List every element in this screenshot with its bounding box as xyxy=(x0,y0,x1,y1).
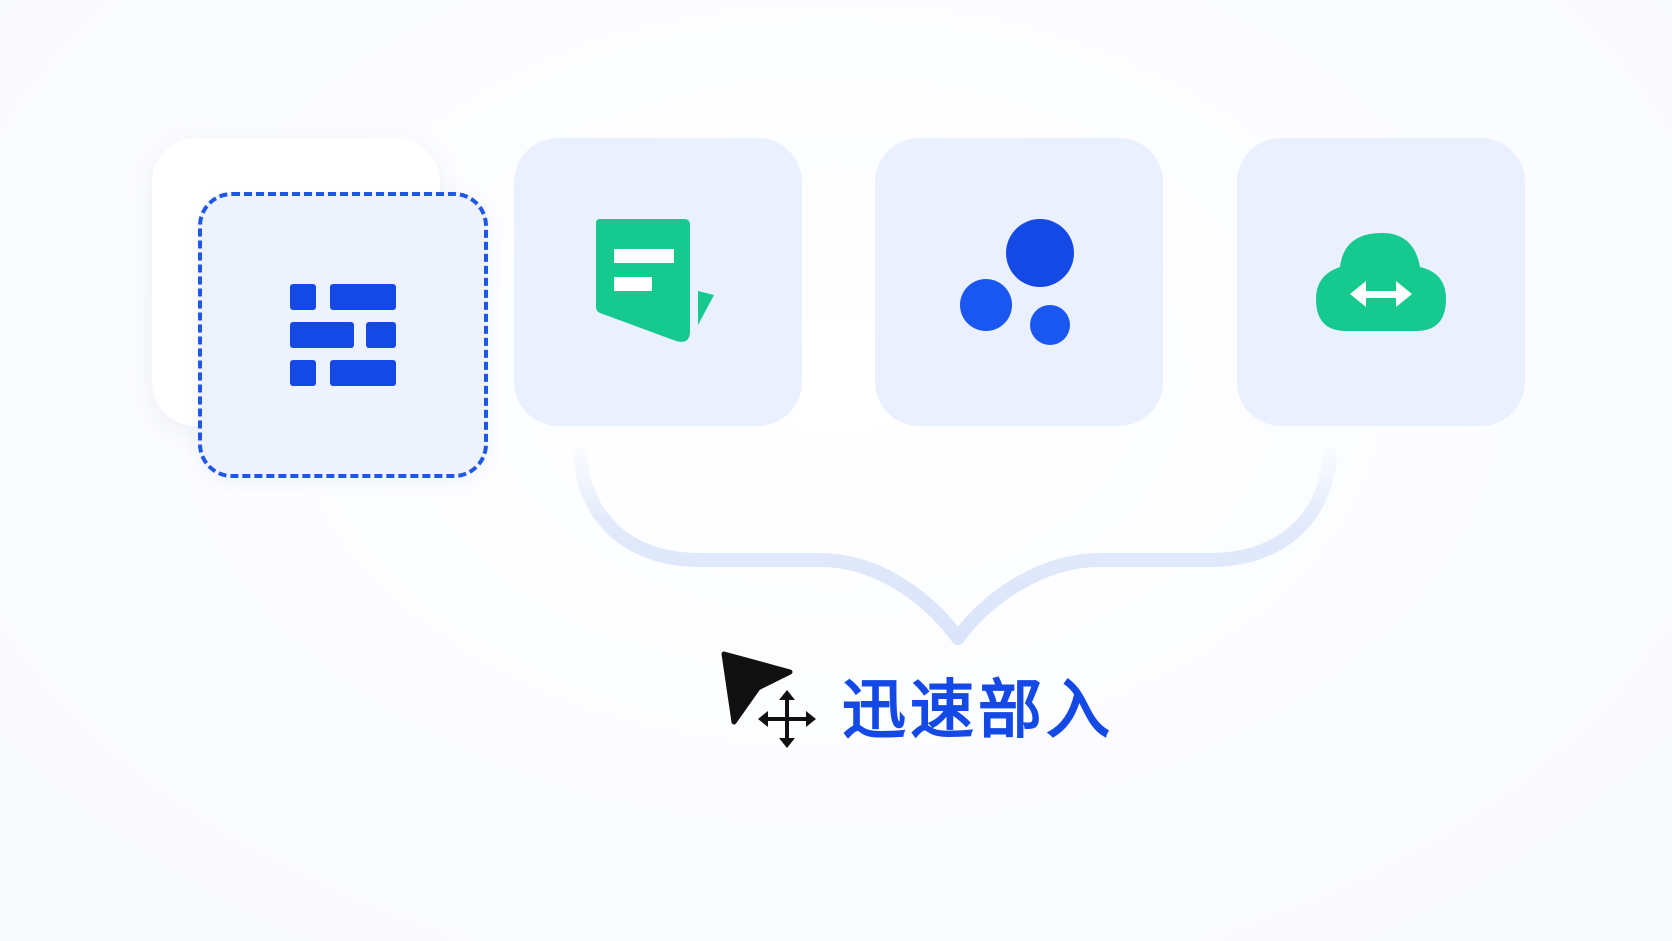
layout-tile-dragging[interactable] xyxy=(198,192,488,478)
move-cursor-icon xyxy=(758,690,816,748)
cursor-group xyxy=(720,650,820,760)
bubbles-icon xyxy=(960,219,1074,345)
pointer-cursor-icon xyxy=(721,651,793,725)
bubbles-tile[interactable] xyxy=(875,138,1163,426)
document-icon xyxy=(596,219,714,342)
caption-group: 迅速部入 xyxy=(720,651,1114,750)
layout-grid-icon xyxy=(290,284,396,386)
caption-title: 迅速部入 xyxy=(842,674,1114,748)
cloud-sync-icon xyxy=(1316,233,1446,331)
document-tile[interactable] xyxy=(514,138,802,426)
cloud-sync-tile[interactable] xyxy=(1237,138,1525,426)
